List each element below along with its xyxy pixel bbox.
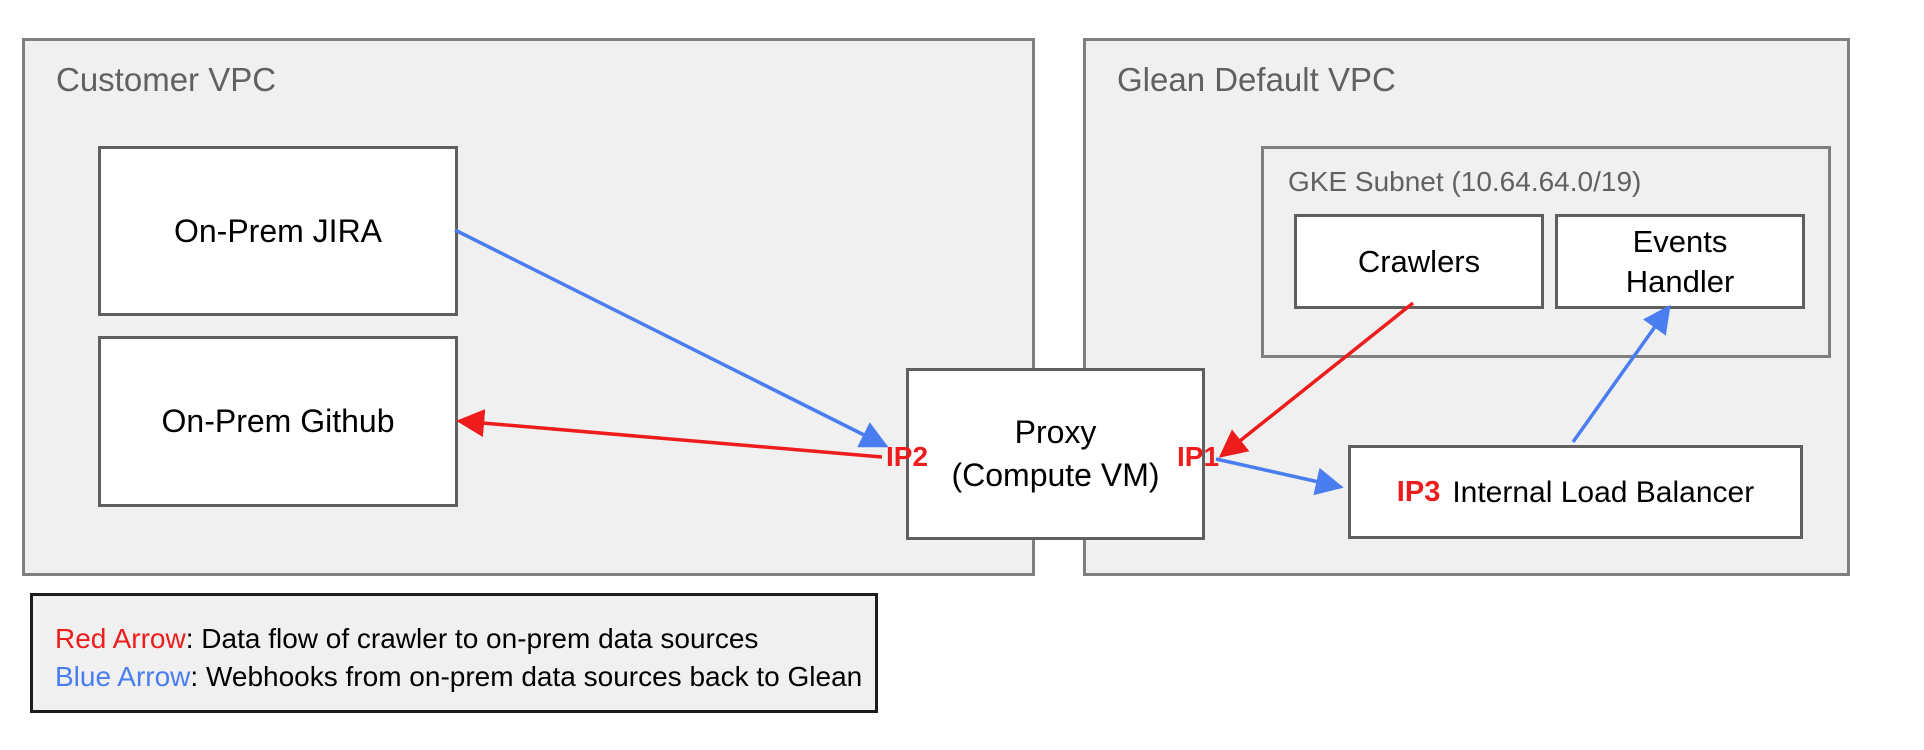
ip2-label: IP2 — [886, 441, 929, 472]
on-prem-jira-node: On-Prem JIRA — [98, 146, 458, 316]
internal-load-balancer-label: Internal Load Balancer — [1452, 475, 1755, 509]
glean-default-vpc-label: Glean Default VPC — [1117, 61, 1396, 98]
legend-blue-desc: : Webhooks from on-prem data sources bac… — [190, 661, 863, 692]
proxy-compute-vm-node: Proxy (Compute VM) — [906, 368, 1205, 540]
legend-red-desc: : Data flow of crawler to on-prem data s… — [185, 623, 759, 654]
legend-blue-term: Blue Arrow — [55, 661, 191, 692]
legend-box: Red Arrow: Data flow of crawler to on-pr… — [30, 593, 878, 713]
on-prem-jira-label: On-Prem JIRA — [173, 212, 383, 249]
legend-red-line: Red Arrow: Data flow of crawler to on-pr… — [55, 620, 875, 658]
gke-subnet-container: GKE Subnet (10.64.64.0/19) Crawlers Even… — [1261, 146, 1831, 358]
events-handler-label-line2: Handler — [1625, 263, 1735, 299]
on-prem-github-node: On-Prem Github — [98, 336, 458, 507]
proxy-label-line1: Proxy — [1014, 414, 1097, 450]
customer-vpc-label: Customer VPC — [56, 61, 277, 98]
ip3-label: IP3 — [1396, 475, 1441, 508]
glean-default-vpc-container: Glean Default VPC GKE Subnet (10.64.64.0… — [1083, 38, 1850, 576]
crawlers-label: Crawlers — [1357, 244, 1481, 279]
gke-subnet-label: GKE Subnet (10.64.64.0/19) — [1288, 166, 1642, 197]
legend-blue-line: Blue Arrow: Webhooks from on-prem data s… — [55, 658, 875, 696]
customer-vpc-container: Customer VPC On-Prem JIRA On-Prem Github — [22, 38, 1035, 576]
internal-load-balancer-node: IP3 Internal Load Balancer — [1348, 445, 1803, 539]
crawlers-node: Crawlers — [1294, 214, 1544, 309]
legend-red-term: Red Arrow — [55, 623, 186, 654]
events-handler-node: Events Handler — [1555, 214, 1805, 309]
proxy-label-line2: (Compute VM) — [951, 457, 1160, 493]
ip1-label: IP1 — [1177, 441, 1220, 472]
events-handler-label-line1: Events — [1632, 223, 1728, 259]
on-prem-github-label: On-Prem Github — [161, 403, 395, 439]
